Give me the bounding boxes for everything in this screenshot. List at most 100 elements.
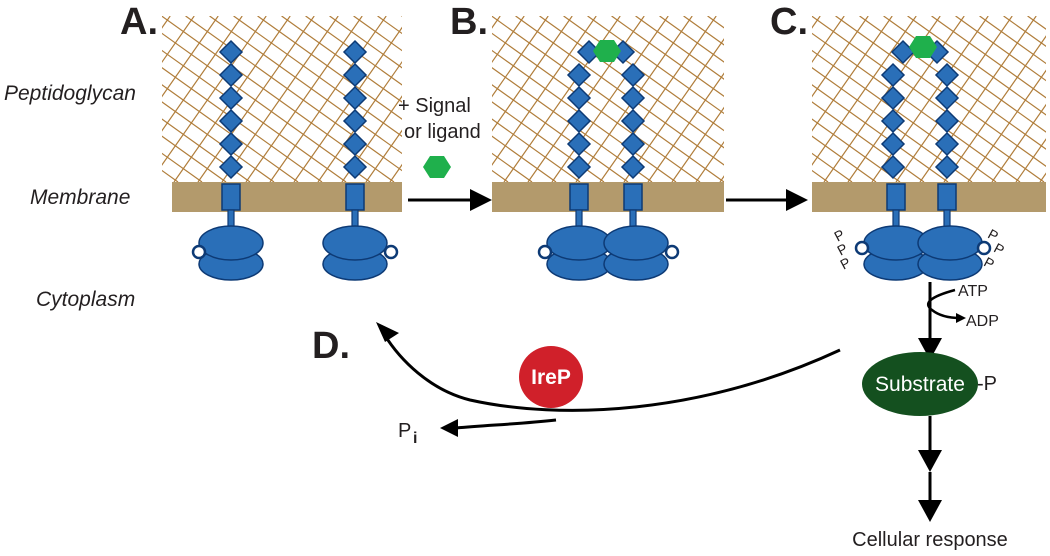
mesh-strand	[162, 16, 195, 64]
mesh-strand	[1039, 172, 1046, 182]
mesh-strand	[539, 16, 724, 149]
ligand-icon-bound-b	[593, 40, 621, 62]
cellular-response-label: Cellular response	[852, 529, 1008, 551]
membrane-b	[492, 182, 724, 212]
mesh-strand	[269, 16, 387, 182]
transmembrane-segment	[623, 183, 643, 211]
activation-loop-icon	[664, 244, 680, 260]
pasta-domain-icon	[342, 39, 368, 65]
mesh-strand	[991, 103, 1046, 182]
signal-label-line2: or ligand	[404, 121, 481, 143]
adp-label: ADP	[966, 313, 999, 330]
pasta-domain-icon	[342, 154, 368, 180]
substrate-label: Substrate	[875, 373, 965, 396]
mesh-strand	[245, 16, 363, 182]
mesh-strand	[221, 16, 339, 182]
mesh-strand	[919, 16, 1037, 182]
mesh-strand	[812, 49, 997, 182]
pasta-domain-icon	[342, 108, 368, 134]
mesh-strand	[492, 16, 724, 182]
mesh-strand	[492, 84, 629, 182]
mesh-strand	[812, 84, 949, 182]
mesh-strand	[812, 118, 901, 182]
mesh-strand	[812, 16, 869, 98]
irep-curve-arrow-to-d	[382, 333, 841, 412]
mesh-strand	[162, 152, 203, 182]
cytoplasm-label: Cytoplasm	[36, 288, 135, 311]
mesh-strand	[599, 16, 717, 182]
irep-label: IreP	[531, 366, 571, 389]
pasta-domain-icon	[880, 131, 906, 157]
panel-letter-b: B.	[450, 1, 488, 43]
mesh-strand	[967, 69, 1046, 182]
mesh-strand	[209, 16, 402, 155]
mesh-strand	[812, 152, 853, 182]
mesh-strand	[192, 16, 308, 182]
mesh-strand	[812, 16, 1045, 182]
arrowhead-to-pi	[440, 419, 458, 437]
membrane-a	[172, 182, 402, 212]
mesh-strand	[955, 16, 1046, 82]
mesh-strand	[635, 16, 724, 80]
mesh-strand	[907, 16, 1046, 116]
mesh-strand	[812, 16, 845, 64]
pi-subscript-label: i	[413, 430, 417, 447]
pasta-domain-icon	[934, 108, 960, 134]
mesh-strand	[492, 49, 677, 182]
mesh-strand	[162, 32, 371, 182]
mesh-strand	[341, 95, 402, 182]
mesh-strand	[162, 84, 299, 182]
mesh-strand	[317, 60, 402, 182]
ligand-icon-bound-c	[909, 36, 937, 58]
mesh-strand	[812, 135, 877, 182]
atp-curve-arrow	[926, 288, 961, 320]
phosphate-label-right-3: P	[981, 254, 997, 273]
mesh-strand	[671, 106, 724, 182]
irep-phosphatase	[519, 346, 583, 408]
irep-curve-arrow-to-pi	[455, 418, 557, 430]
mesh-strand	[185, 16, 402, 172]
activation-loop-icon	[976, 240, 992, 256]
mesh-strand	[707, 16, 724, 29]
mesh-strand	[623, 38, 724, 182]
mesh-strand	[492, 16, 525, 64]
pasta-domain-icon	[218, 154, 244, 180]
mesh-strand	[659, 16, 724, 63]
phosphate-label-left-3: P	[837, 254, 853, 273]
pi-label: P	[398, 420, 411, 442]
transmembrane-segment	[886, 183, 906, 211]
mesh-strand	[1015, 138, 1046, 182]
mesh-strand	[492, 101, 605, 182]
pasta-domain-icon	[566, 154, 592, 180]
mesh-strand	[492, 135, 557, 182]
transmembrane-segment	[345, 183, 365, 211]
pasta-domain-icon	[218, 131, 244, 157]
ligand-icon-free	[423, 156, 451, 178]
mesh-strand	[240, 16, 356, 182]
kinase-domain-upper	[322, 225, 388, 261]
activation-loop-icon	[191, 244, 207, 260]
atp-label: ATP	[958, 283, 988, 300]
mesh-strand	[847, 16, 965, 182]
panel-letter-c: C.	[770, 1, 808, 43]
mesh-strand	[943, 35, 1046, 182]
mesh-strand	[492, 66, 653, 182]
peptidoglycan-label: Peptidoglycan	[4, 82, 136, 105]
mesh-strand	[812, 101, 925, 182]
signal-label-line1: + Signal	[398, 95, 471, 117]
mesh-strand	[353, 16, 402, 52]
pasta-domain-icon	[620, 131, 646, 157]
membrane-label: Membrane	[30, 186, 130, 209]
mesh-strand	[281, 16, 402, 103]
transmembrane-segment	[937, 183, 957, 211]
mesh-strand	[931, 16, 1046, 99]
substrate-ellipse	[862, 352, 978, 416]
mesh-strand	[162, 101, 275, 182]
arrow-b-to-c	[726, 189, 808, 211]
kinase-proteins	[191, 39, 992, 281]
mesh-strand	[551, 16, 669, 182]
mesh-strand	[305, 16, 402, 86]
pasta-domain-icon	[342, 62, 368, 88]
pasta-domain-icon	[620, 62, 646, 88]
